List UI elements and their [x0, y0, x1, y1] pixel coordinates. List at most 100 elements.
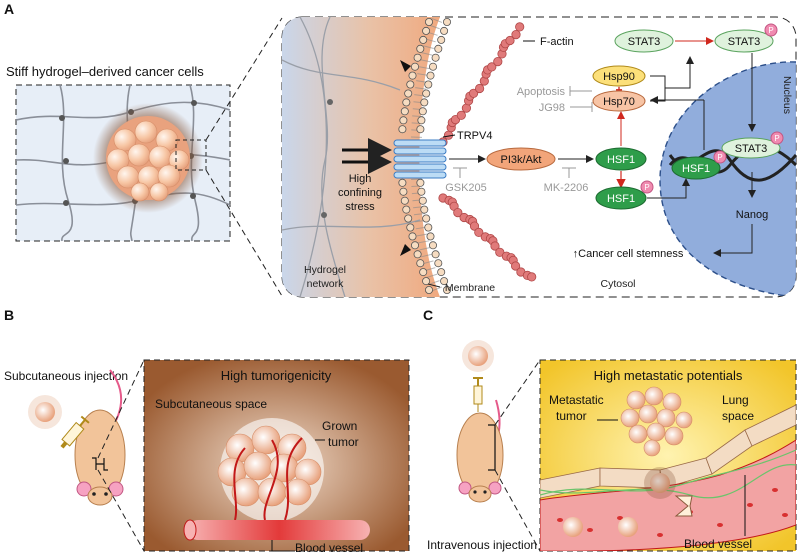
- plus-sign: +: [615, 83, 622, 97]
- phospholipid-head: [418, 196, 427, 205]
- high-confining-label-2: confining: [338, 187, 382, 199]
- blood-vessel-label-c: Blood vessel: [684, 537, 752, 551]
- stiff-hydrogel-title: Stiff hydrogel–derived cancer cells: [6, 64, 204, 79]
- f-actin-label: F-actin: [540, 36, 574, 48]
- f-actin-filament-top: [438, 22, 525, 147]
- actin-monomer: [527, 272, 537, 282]
- f-actin-filament-bottom: [438, 193, 537, 282]
- phospholipid-head: [420, 205, 429, 214]
- actin-monomer: [510, 261, 521, 271]
- phospholipid-head: [431, 53, 440, 62]
- confining-stress-arrows: [342, 60, 411, 256]
- nucleus-label: Nucleus: [781, 76, 793, 114]
- phospholipid-head: [422, 26, 431, 35]
- phospholipid-head: [410, 62, 419, 71]
- phospholipid-head: [418, 107, 427, 116]
- phospholipid-head: [400, 107, 409, 116]
- phospho-badge: [770, 131, 784, 145]
- metastatic-tumor-label-2: tumor: [556, 409, 587, 423]
- phospholipid-head: [440, 277, 449, 286]
- phospho-badge: [640, 180, 654, 194]
- panel-label-a: A: [4, 1, 14, 17]
- membrane-label: Membrane: [445, 282, 495, 294]
- phospholipid-head: [422, 214, 431, 223]
- grown-tumor-label-2: tumor: [328, 435, 359, 449]
- actin-monomer: [474, 227, 484, 237]
- phospholipid-head: [417, 187, 426, 196]
- actin-monomer: [469, 221, 480, 231]
- phospholipid-head: [434, 259, 443, 268]
- phospholipid-head: [402, 205, 411, 214]
- mechanism-inset: High confining stress Hydrogel network M…: [281, 16, 798, 298]
- high-metastatic-label: High metastatic potentials: [594, 368, 743, 383]
- stat3-phospho-node: [714, 29, 774, 53]
- syringe-icon: [60, 415, 90, 449]
- phospholipid-head: [406, 80, 415, 89]
- phospholipid-head: [416, 44, 425, 53]
- stat3-nuclear-node: [721, 137, 781, 159]
- phospholipid-head: [424, 223, 433, 232]
- phospholipid-head: [422, 277, 431, 286]
- hsf1-nuclear-node: [671, 156, 721, 180]
- stat3-node: [614, 29, 674, 53]
- phospholipid-head: [424, 80, 433, 89]
- actin-monomer: [468, 88, 479, 98]
- subcutaneous-injection-label: Subcutaneous injection: [4, 369, 128, 383]
- phospholipid-head: [424, 17, 433, 26]
- actin-monomer: [515, 22, 525, 32]
- phospholipid-head: [399, 116, 408, 125]
- panel-c: Intravenous injection: [427, 340, 797, 552]
- phospholipid-head: [437, 268, 446, 277]
- phospholipid-head: [398, 178, 407, 187]
- gsk205-label: GSK205: [445, 182, 487, 194]
- phospholipid-head: [406, 223, 415, 232]
- phospholipid-head: [416, 178, 425, 187]
- phospholipid-head: [426, 71, 435, 80]
- actin-monomer: [505, 35, 515, 46]
- hydrogel-network-label-2: network: [307, 278, 345, 290]
- phospholipid-head: [437, 35, 446, 44]
- metastatic-tumor-label-1: Metastatic: [549, 393, 604, 407]
- panel-b: Subcutaneous injection High tumorigenici…: [4, 359, 410, 555]
- phospholipid-head: [431, 250, 440, 259]
- lung-space-label-2: space: [722, 409, 754, 423]
- actin-monomer: [456, 110, 466, 120]
- high-confining-label-3: stress: [345, 201, 375, 213]
- cell-cluster: [106, 120, 190, 202]
- stat3-phospho-label: STAT3: [728, 36, 761, 48]
- actin-monomer: [487, 62, 497, 72]
- hsp90-label: Hsp90: [603, 71, 635, 83]
- syringe-icon: [473, 377, 483, 412]
- phospholipid-head: [413, 53, 422, 62]
- phospholipid-head: [413, 250, 422, 259]
- phospholipid-head: [434, 44, 443, 53]
- phospholipid-head: [440, 26, 449, 35]
- cell-spheroid-icon: [468, 346, 488, 366]
- hsf1-node: [595, 147, 647, 171]
- phospholipid-head: [426, 232, 435, 241]
- phospholipid-head: [400, 196, 409, 205]
- phospholipid-head: [399, 187, 408, 196]
- actin-monomer: [490, 241, 500, 251]
- phospho-badge-label: P: [644, 183, 649, 192]
- phospholipid-head: [416, 259, 425, 268]
- phospho-badge-label: P: [717, 153, 722, 162]
- stemness-label: ↑Cancer cell stemness: [573, 248, 684, 260]
- high-confining-label-1: High: [349, 173, 372, 185]
- metastatic-tumor: [620, 386, 693, 457]
- actin-monomer: [511, 29, 521, 40]
- hsf1-nuclear-label: HSF1: [682, 163, 710, 175]
- phospholipid-head: [419, 35, 428, 44]
- phospholipid-head: [408, 232, 417, 241]
- phospholipid-head: [420, 98, 429, 107]
- phospholipid-head: [419, 268, 428, 277]
- phospho-badge: [713, 150, 727, 164]
- actin-monomer: [474, 83, 485, 94]
- panel-label-c: C: [423, 307, 433, 323]
- apoptosis-label: Apoptosis: [517, 86, 566, 98]
- phospholipid-head: [428, 241, 437, 250]
- jg98-label: JG98: [539, 102, 565, 114]
- phospho-badge: [764, 23, 778, 37]
- cell-spheroid-icon: [35, 402, 55, 422]
